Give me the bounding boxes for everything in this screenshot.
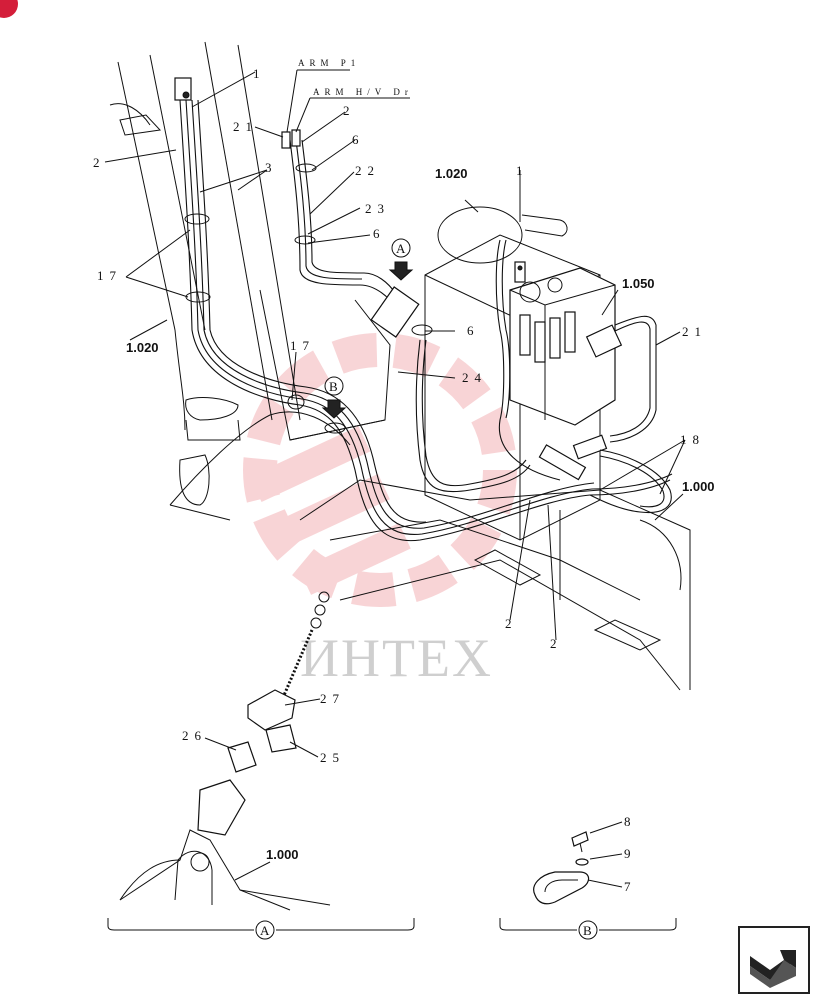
view-a-label: A	[260, 923, 270, 938]
lower-frame	[299, 479, 691, 691]
hose-bundle	[179, 99, 673, 542]
callout-6-b: 6	[373, 226, 386, 241]
callout-3: 3	[265, 160, 278, 175]
view-bracket-a: A	[107, 918, 415, 940]
ref-1020-top: 1.020	[435, 166, 468, 181]
callout-1-top: 1	[253, 66, 266, 81]
view-outline-boxes	[259, 289, 391, 441]
callout-6-a: 6	[352, 132, 365, 147]
watermark-logo	[243, 333, 517, 607]
callout-labels: ARM P1 ARM H/V Dr 1 2 21 6 2 3 22 23 6 1…	[93, 58, 707, 894]
callout-21-right: 21	[682, 324, 707, 339]
callout-24: 24	[462, 370, 487, 385]
callout-2-mid: 2	[343, 103, 356, 118]
callout-26: 26	[182, 728, 207, 743]
hose-clamps	[184, 163, 433, 434]
callout-2-bottom-b: 2	[550, 636, 563, 651]
callout-9: 9	[624, 846, 637, 861]
boom-structure	[109, 41, 351, 521]
callout-22: 22	[355, 163, 380, 178]
ref-1000-bottom: 1.000	[266, 847, 299, 862]
reference-numbers: 1.020 1.020 1.050 1.000 1.000	[126, 166, 715, 862]
callout-2-bottom-a: 2	[505, 616, 518, 631]
callout-arm-p1: ARM P1	[298, 58, 360, 68]
top-couplers	[174, 77, 526, 338]
view-arrow-b: B	[321, 376, 347, 419]
ref-1050: 1.050	[622, 276, 655, 291]
view-a-arrow-letter: A	[396, 241, 406, 256]
view-bracket-b: B	[499, 918, 677, 940]
callout-23: 23	[365, 201, 390, 216]
view-b-label: B	[583, 923, 592, 938]
callout-25: 25	[320, 750, 345, 765]
callout-17-left: 17	[97, 268, 122, 283]
callout-18: 18	[680, 432, 705, 447]
callout-17-mid: 17	[290, 338, 315, 353]
callout-arm-hv-dr: ARM H/V Dr	[313, 87, 413, 97]
clamp-detail-b	[533, 831, 590, 905]
callout-21-left: 21	[233, 119, 258, 134]
callout-7: 7	[624, 879, 637, 894]
ref-1020-left: 1.020	[126, 340, 159, 355]
bracket-exploded	[119, 591, 331, 911]
next-page-button[interactable]	[738, 926, 810, 994]
watermark-text: ИНТЕХ	[300, 628, 493, 688]
callout-2-left: 2	[93, 155, 106, 170]
view-b-arrow-letter: B	[329, 379, 338, 394]
callout-1-right: 1	[516, 163, 529, 178]
view-arrow-a: A	[388, 238, 414, 281]
corner-badge	[0, 0, 18, 18]
callout-8: 8	[624, 814, 637, 829]
leader-lines	[104, 69, 686, 888]
callout-6-c: 6	[467, 323, 480, 338]
callout-27: 27	[320, 691, 345, 706]
control-valve	[509, 267, 623, 481]
ref-1000-right: 1.000	[682, 479, 715, 494]
next-page-arrow-icon	[750, 950, 796, 988]
